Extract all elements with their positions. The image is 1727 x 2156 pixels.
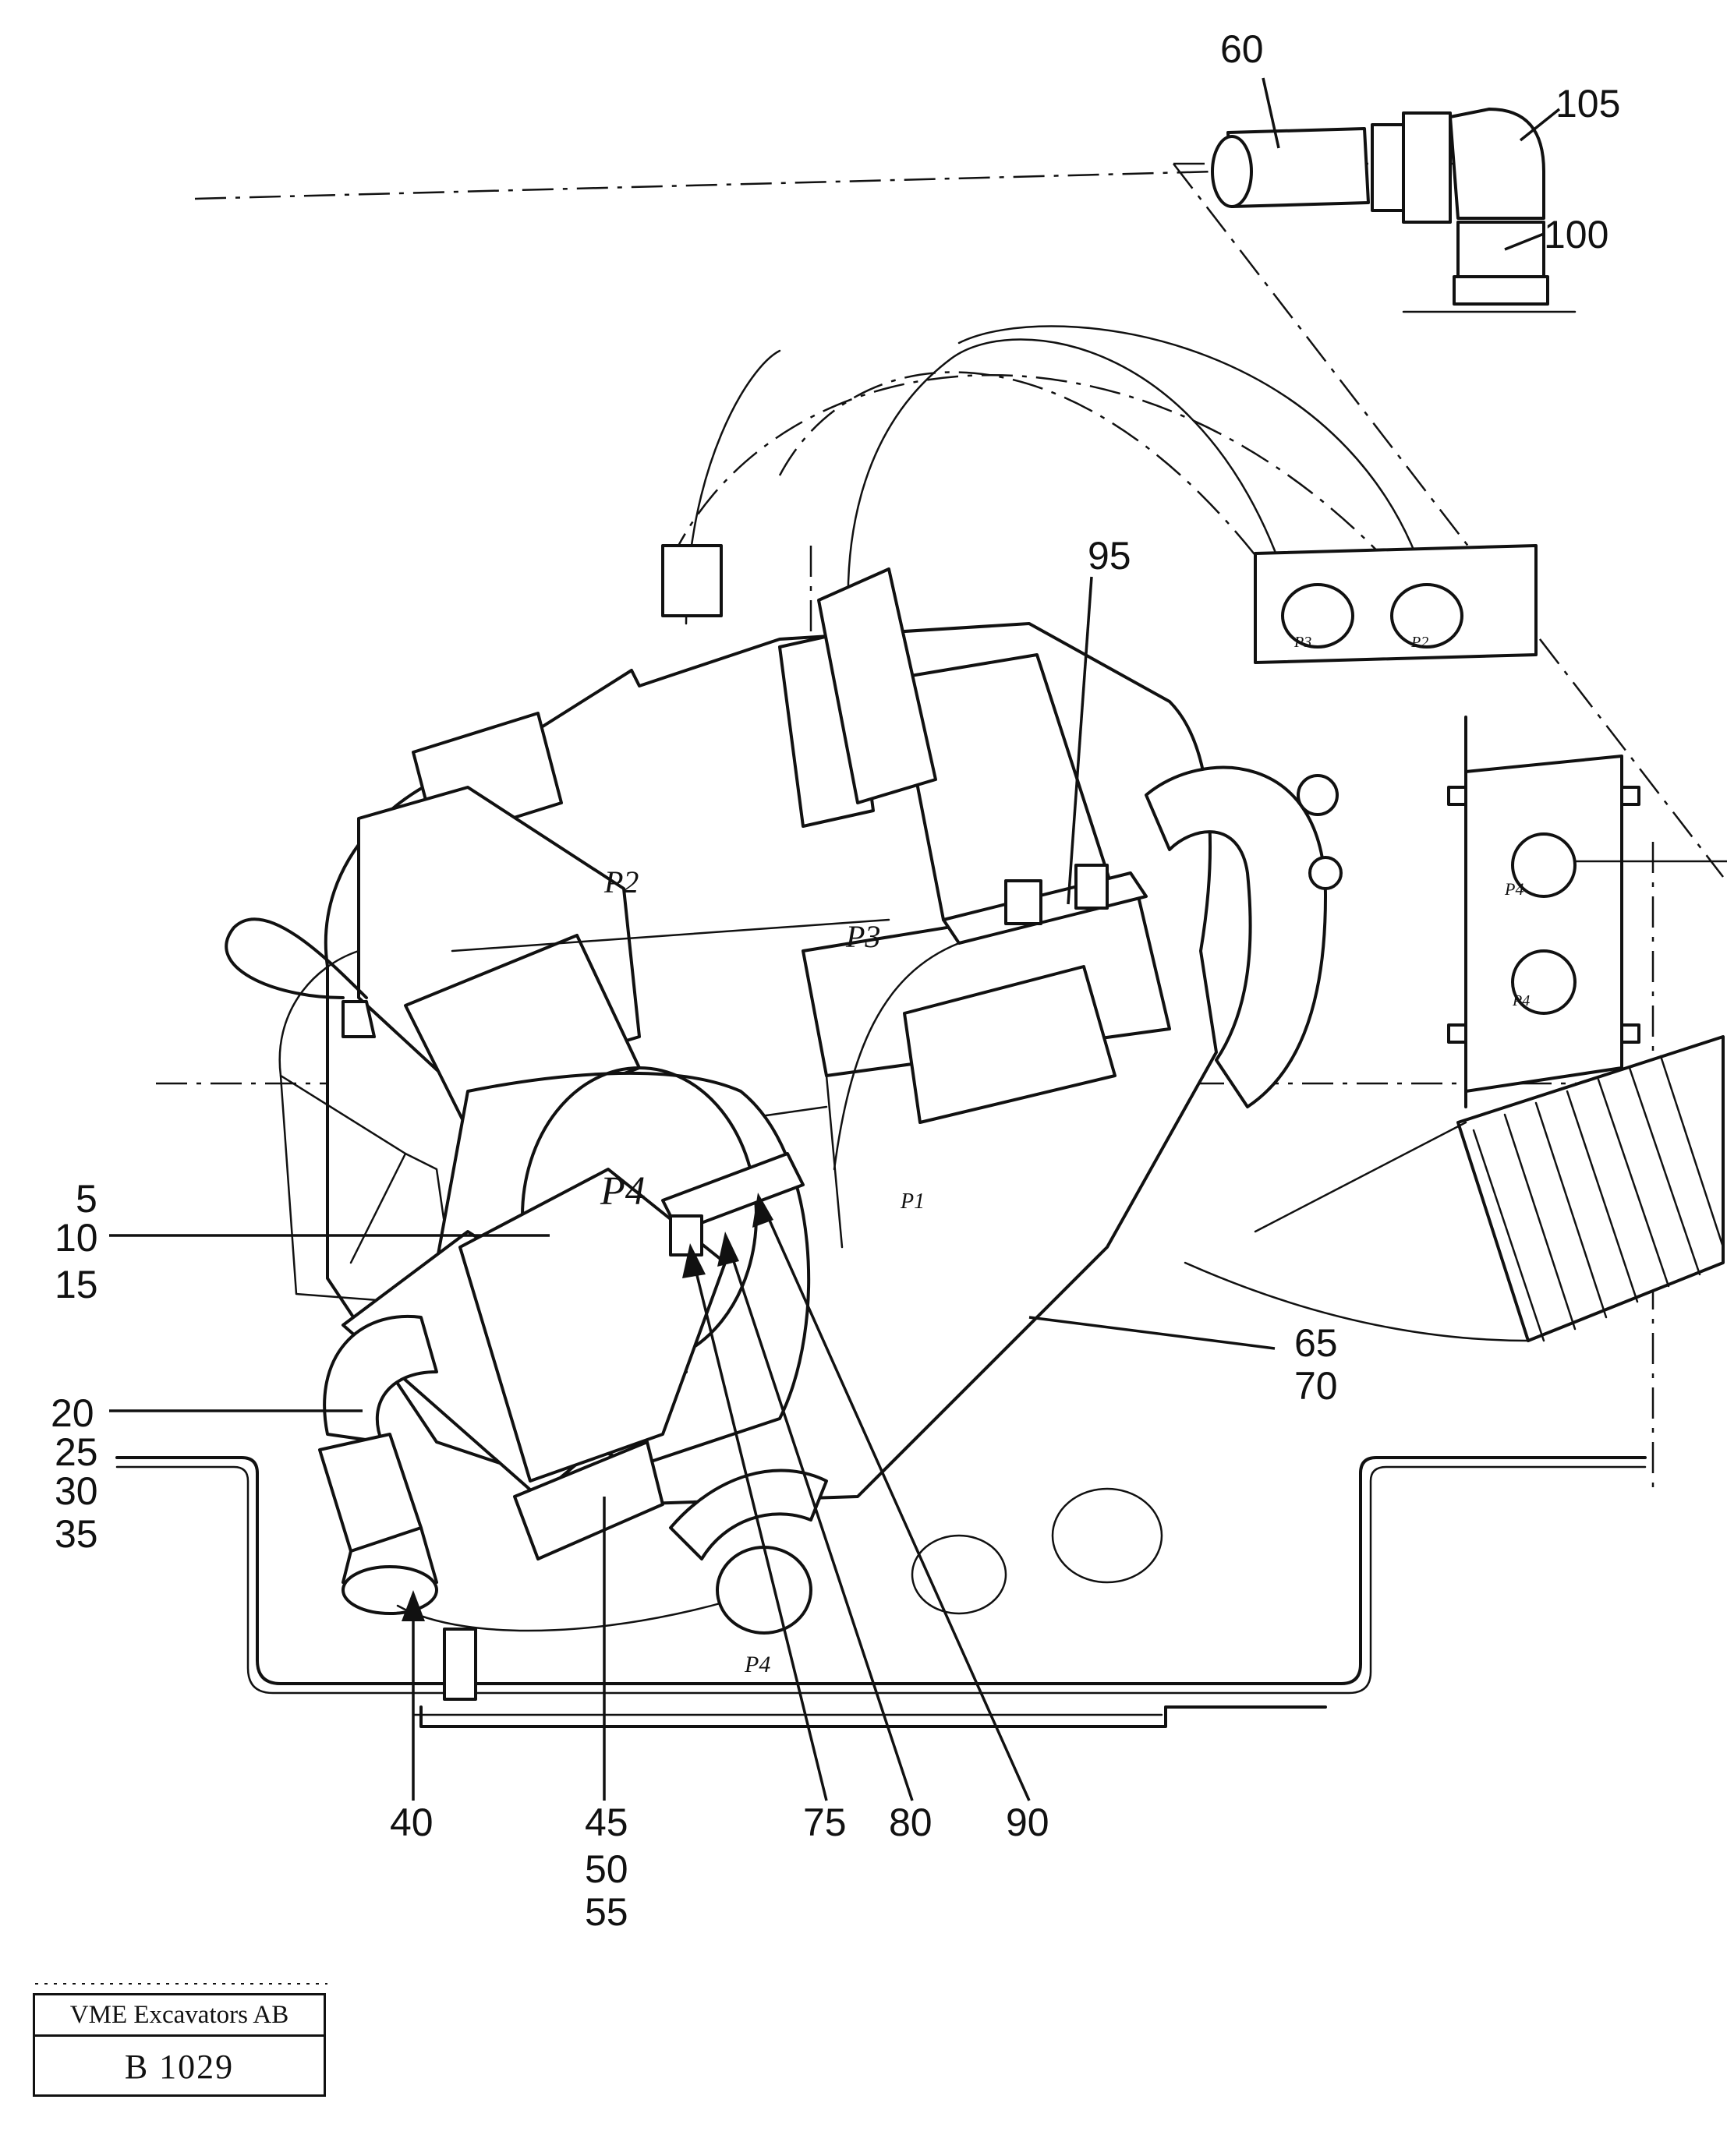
- port-label: P2: [603, 864, 639, 900]
- title-block: VME Excavators AB B 1029: [33, 1993, 326, 2097]
- frame-outline: [115, 1456, 1647, 1728]
- port-label: P4: [600, 1169, 646, 1214]
- hose-clamp-bracket: [1254, 544, 1727, 1108]
- part-callouts: 60 105 100 95 5 10 15 20 25 30 35 65 70 …: [51, 27, 1620, 1934]
- part-number: 5: [76, 1177, 97, 1221]
- part-number: 30: [55, 1469, 98, 1513]
- part-number: 60: [1220, 27, 1264, 71]
- port-label: P4: [744, 1652, 770, 1677]
- part-number: 65: [1294, 1321, 1338, 1365]
- part-number: 100: [1544, 213, 1608, 256]
- part-number: 45: [585, 1801, 628, 1844]
- corrugated-hose: [1184, 1035, 1725, 1342]
- port-label: P4: [1504, 879, 1524, 899]
- port-label: P3: [845, 919, 880, 954]
- part-number: 50: [585, 1847, 628, 1891]
- part-number: 55: [585, 1890, 628, 1934]
- port-labels: P2 P3 P4 P1 P4 P4 P3 P2 P4: [600, 634, 1530, 1677]
- port-label: P3: [1293, 634, 1311, 651]
- company-name: VME Excavators AB: [35, 1995, 324, 2037]
- part-number: 90: [1006, 1801, 1049, 1844]
- part-number: 105: [1555, 82, 1620, 125]
- port-label: P4: [1512, 992, 1530, 1009]
- fitting-95-line: [661, 864, 1148, 1256]
- part-number: 80: [889, 1801, 933, 1844]
- part-number: 15: [55, 1263, 98, 1306]
- part-number: 25: [55, 1430, 98, 1474]
- port-label: P2: [1410, 634, 1428, 651]
- part-number: 70: [1294, 1364, 1338, 1408]
- part-number: 75: [803, 1801, 847, 1844]
- leader-lines: [109, 77, 1561, 1801]
- part-number: 40: [390, 1801, 434, 1844]
- drawing-number: B 1029: [124, 2048, 235, 2086]
- part-number: 95: [1088, 534, 1131, 578]
- port-label: P1: [900, 1189, 925, 1214]
- part-number: 35: [55, 1512, 98, 1556]
- p4-pump: [318, 1066, 1163, 1701]
- part-number: 10: [55, 1216, 98, 1260]
- part-number: 20: [51, 1391, 94, 1435]
- hose-fitting-assembly: [1211, 108, 1577, 313]
